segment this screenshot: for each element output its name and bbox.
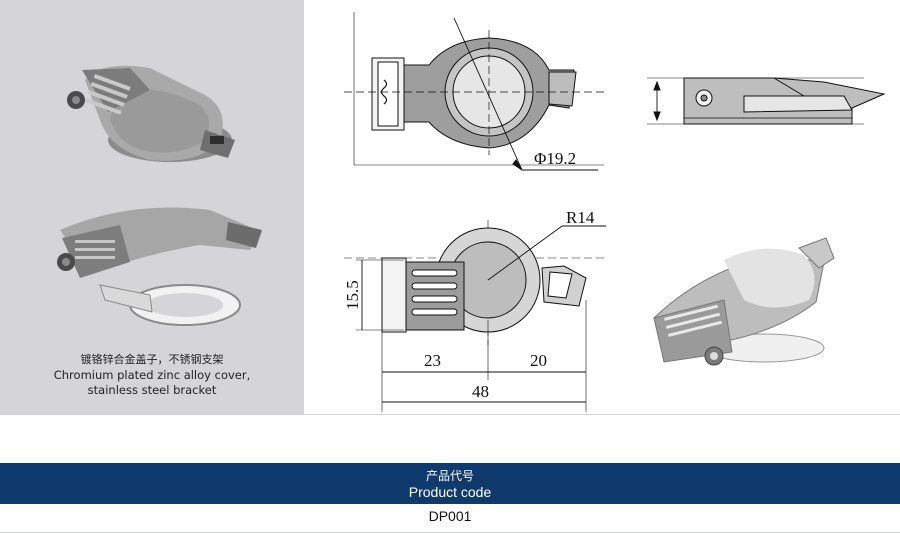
caption-english-line1: Chromium plated zinc alloy cover, — [53, 368, 251, 382]
left-width-label: 23 — [424, 351, 441, 370]
product-code-band: 产品代号 Product code — [0, 463, 900, 504]
divider-line — [0, 414, 900, 415]
product-code-value: DP001 — [428, 508, 472, 524]
side-view-drawing — [647, 77, 886, 125]
height-label: 15.5 — [343, 280, 362, 310]
photo-caption: 镀铬锌合金盖子，不锈钢支架 Chromium plated zinc alloy… — [0, 352, 304, 398]
right-width-label: 20 — [530, 351, 547, 370]
total-width-label: 48 — [472, 382, 489, 401]
caption-chinese: 镀铬锌合金盖子，不锈钢支架 — [80, 353, 224, 366]
product-code-label-en: Product code — [408, 484, 492, 500]
diameter-label: Φ19.2 — [534, 149, 576, 168]
front-view-drawing — [344, 220, 606, 412]
technical-drawings: Φ19.2 — [304, 0, 900, 414]
product-photo-panel: 镀铬锌合金盖子，不锈钢支架 Chromium plated zinc alloy… — [0, 0, 304, 414]
product-code-label-cn: 产品代号 — [425, 469, 474, 483]
bottom-divider-line — [0, 532, 900, 533]
isometric-render — [653, 237, 835, 366]
top-view-drawing — [344, 12, 604, 171]
open-cover-photo — [57, 207, 262, 326]
closed-cover-photo — [67, 65, 235, 162]
radius-label: R14 — [566, 208, 595, 227]
caption-english-line2: stainless steel bracket — [87, 383, 217, 397]
product-photos — [57, 65, 262, 326]
drawing-canvas: Φ19.2 — [343, 12, 886, 412]
